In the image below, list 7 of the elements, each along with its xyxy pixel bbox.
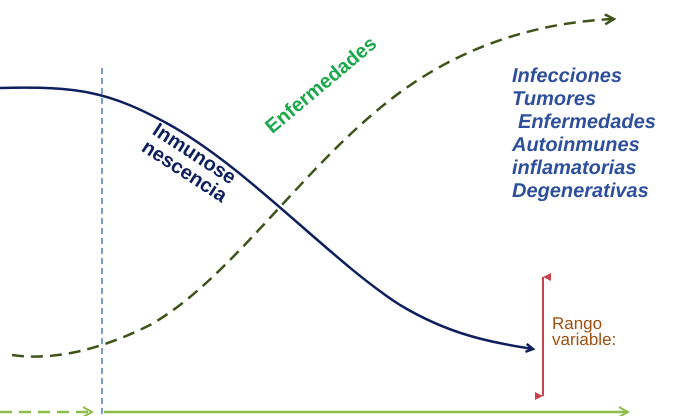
list-item: Autoinmunes [512,135,640,155]
list-item: Infecciones [512,66,622,86]
list-item: Tumores [512,89,596,109]
list-item: inflamatorias [512,158,636,178]
list-item: Degenerativas [512,181,649,201]
range-label: Rango variable: [552,316,618,348]
list-item: Enfermedades [518,112,656,132]
